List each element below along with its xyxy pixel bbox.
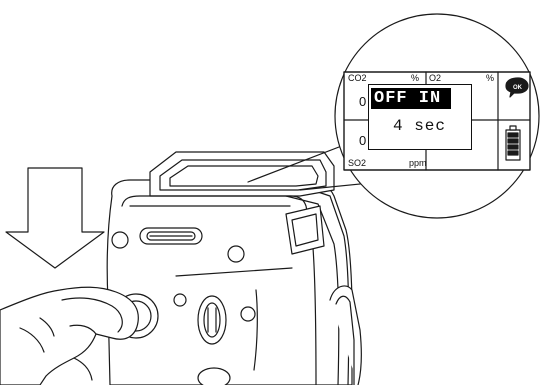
popup-title: OFF IN	[371, 88, 451, 109]
screw-right	[228, 246, 244, 262]
ch1-label: CO2	[348, 74, 367, 83]
ch3-value: 0	[359, 133, 366, 148]
ch2-unit: %	[486, 74, 494, 83]
ch2-label: O2	[429, 74, 441, 83]
battery-icon	[506, 126, 520, 160]
ch3-label: SO2	[348, 159, 366, 168]
ch1-unit: %	[411, 74, 419, 83]
popup-countdown: 4 sec	[393, 117, 446, 135]
screw-left	[112, 232, 128, 248]
ch3-unit: ppm	[409, 159, 427, 168]
power-off-popup: OFF IN 4 sec	[368, 84, 472, 150]
down-arrow-icon	[6, 168, 104, 268]
ch1-value: 0	[359, 94, 366, 109]
ok-badge-text: OK	[513, 85, 523, 91]
side-window	[286, 206, 324, 254]
